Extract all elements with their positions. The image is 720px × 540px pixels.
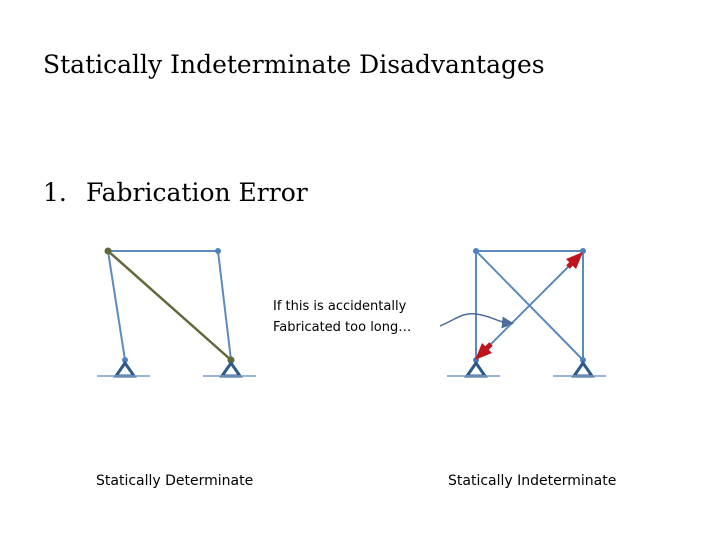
joint [104,247,112,255]
bullet-point: 1. Fabrication Error [43,178,308,207]
determinate-frame [97,247,256,378]
left-column [107,250,126,361]
indeterminate-frame [447,248,606,378]
bullet-text: Fabrication Error [86,178,308,207]
joint [580,357,586,363]
elongation-arrow [475,342,493,360]
right-column [217,250,232,361]
slide-title: Statically Indeterminate Disadvantages [43,50,545,79]
pointer-arrow [439,312,514,329]
joint [215,248,221,254]
caption-determinate: Statically Determinate [96,473,254,489]
joint [580,248,586,254]
joint [122,357,128,363]
annotation-line-1: If this is accidentally [273,299,407,314]
pin-support [553,360,606,378]
annotation-line-2: Fabricated too long… [273,320,412,335]
joint [227,356,235,364]
elongation-arrow [566,252,583,269]
pin-support [447,360,500,378]
annotation-note: If this is accidentally Fabricated too l… [273,296,411,338]
diagonal-brace-long [480,256,579,355]
diagonal-member [107,250,232,361]
pin-support [203,360,256,378]
joint [473,248,479,254]
caption-indeterminate: Statically Indeterminate [448,473,617,489]
pin-support [97,360,150,378]
bullet-number: 1. [43,178,67,207]
